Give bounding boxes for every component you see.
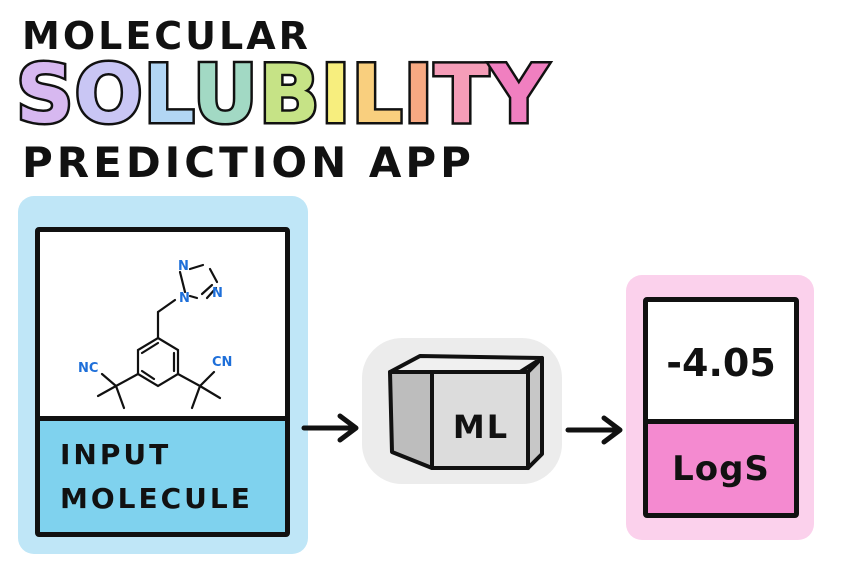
molecule-structure: N N N NC CN [78,259,232,410]
title-letter: B [256,47,322,142]
title-letter: L [349,47,405,142]
predicted-value: -4.05 [666,341,776,385]
title-letter: Y [487,47,550,142]
arrow-right-icon [301,413,359,443]
input-molecule-label: INPUT MOLECULE [40,416,285,532]
app-title-line1: MOLECULAR [22,14,311,58]
input-label-line2: MOLECULE [60,481,253,515]
app-title-line2: SOLUBILITY [14,47,551,142]
title-letter: I [401,47,436,142]
logs-label: LogS [648,419,794,513]
title-letter: S [14,47,77,142]
atom-label-n-right: N [212,286,223,301]
title-letter: L [141,47,194,142]
app-title-line3: PREDICTION APP [22,138,475,187]
title-letter: T [432,47,492,142]
arrow-right-icon [565,415,623,445]
atom-label-nc-left: NC [78,361,98,376]
title-letter: I [318,47,353,142]
ml-model-label: ML [452,408,510,446]
title-letter: U [190,47,260,142]
input-molecule-panel: N N N NC CN INPUT MOLECULE [35,227,290,537]
ml-cube-icon [388,354,544,470]
output-panel: -4.05 LogS [643,297,799,518]
input-label-line1: INPUT [60,437,172,471]
title-letter: O [72,47,145,142]
atom-label-n-left: N [179,291,190,306]
atom-label-cn-right: CN [212,355,232,370]
atom-label-n-top: N [178,259,189,274]
